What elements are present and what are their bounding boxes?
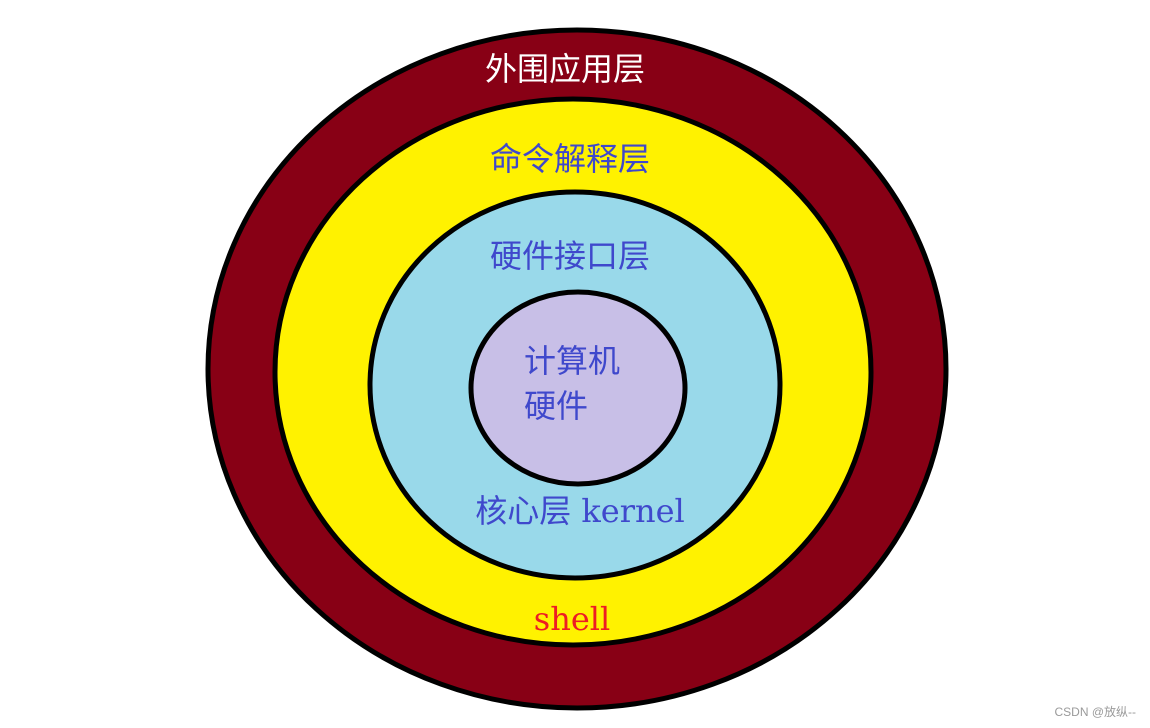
watermark: CSDN @放纵-- [1054, 705, 1136, 719]
shell-caption: shell [534, 600, 610, 638]
hardware-interface-layer-label: 硬件接口层 [490, 237, 650, 275]
outer-layer-label: 外围应用层 [485, 50, 645, 88]
shell-layer-label: 命令解释层 [490, 140, 650, 178]
hardware-core-circle [468, 289, 688, 487]
hardware-label-line2: 硬件 [524, 387, 588, 425]
hardware-label-line1: 计算机 [524, 342, 620, 380]
kernel-caption: 核心层 kernel [475, 492, 685, 530]
